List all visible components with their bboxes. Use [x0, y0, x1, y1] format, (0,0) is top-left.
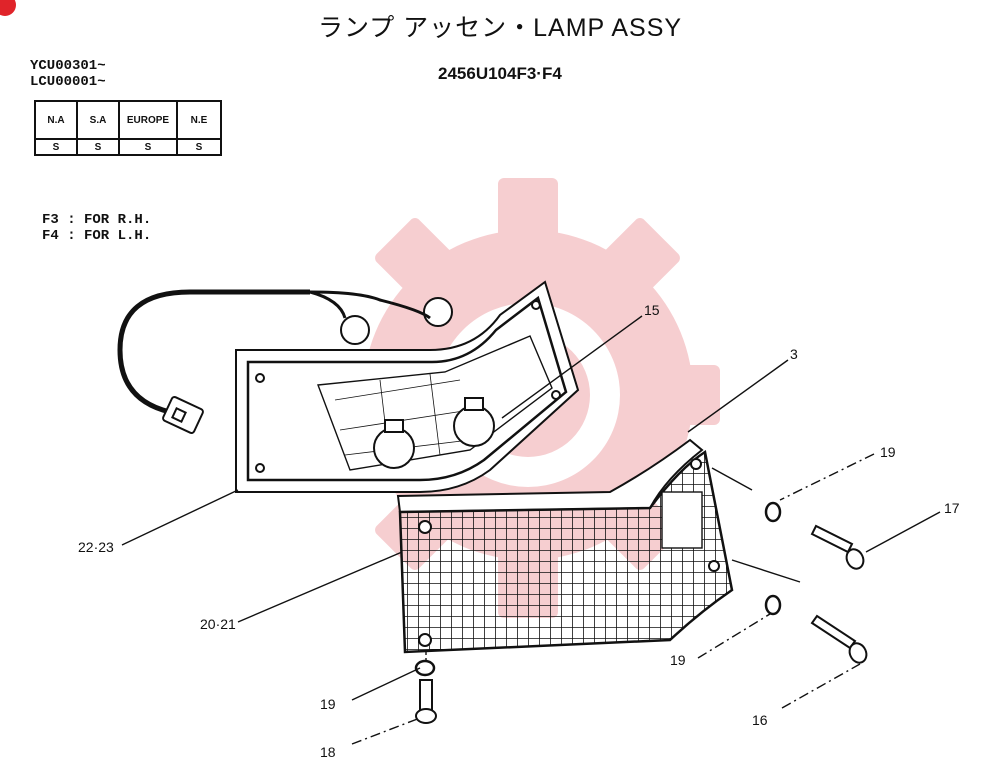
- callout-19: 19: [320, 696, 336, 712]
- market-value: S: [34, 138, 78, 156]
- connector-icon: [162, 396, 204, 434]
- market-value: S: [76, 138, 120, 156]
- wire-harness: [117, 289, 431, 415]
- corner-badge: [0, 0, 16, 16]
- callout-15: 15: [644, 302, 660, 318]
- leader-lines: [121, 315, 941, 745]
- callout-19: 19: [880, 444, 896, 460]
- side-note: F4 : FOR L.H.: [42, 228, 152, 244]
- callout-20-21: 20·21: [200, 616, 236, 632]
- callout-16: 16: [752, 712, 768, 728]
- market-value: S: [118, 138, 178, 156]
- lens-cover: [396, 438, 734, 654]
- page-title: ランプ アッセン・LAMP ASSY: [317, 14, 683, 42]
- callout-18: 18: [320, 744, 336, 760]
- serial-range: YCU00301~: [30, 58, 106, 74]
- market-value: S: [176, 138, 222, 156]
- market-header: S.A: [76, 100, 120, 140]
- market-header: N.E: [176, 100, 222, 140]
- bulb-icon: [340, 297, 495, 469]
- part-code: 2456U104F3·F4: [438, 64, 562, 83]
- serial-range: LCU00001~: [30, 74, 106, 90]
- screw-icon: [415, 524, 868, 724]
- callout-19: 19: [670, 652, 686, 668]
- market-table: N.A S.A EUROPE N.E S S S S: [34, 100, 222, 156]
- lamp-housing: [235, 280, 580, 493]
- market-header: EUROPE: [118, 100, 178, 140]
- callout-3: 3: [790, 346, 798, 362]
- callout-17: 17: [944, 500, 960, 516]
- washer-icon: [414, 501, 782, 677]
- market-header: N.A: [34, 100, 78, 140]
- side-note: F3 : FOR R.H.: [42, 212, 152, 228]
- callout-22-23: 22·23: [78, 539, 114, 555]
